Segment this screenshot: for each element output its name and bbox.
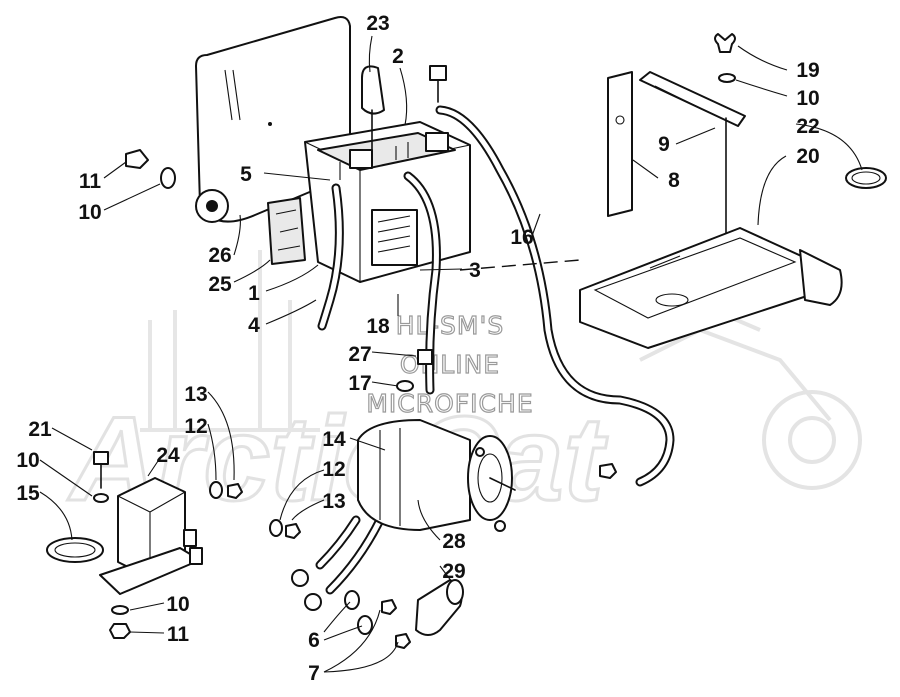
- callout-15: 15: [16, 482, 40, 505]
- callout-10-bot: 10: [166, 593, 189, 616]
- starter-solenoid: [99, 477, 203, 595]
- callout-11-left: 11: [79, 170, 102, 193]
- callout-10-left: 10: [78, 201, 101, 224]
- callout-5: 5: [240, 163, 252, 186]
- callout-16: 16: [510, 226, 533, 249]
- watermark-line-1: HL-SM'S: [396, 311, 505, 340]
- callout-9: 9: [658, 133, 670, 156]
- callout-8: 8: [668, 169, 680, 192]
- callout-10-top: 10: [796, 87, 819, 110]
- callout-14: 14: [322, 428, 346, 451]
- battery-tray: [579, 227, 843, 349]
- foam-pad: [267, 197, 306, 265]
- callout-29: 29: [442, 560, 465, 583]
- callout-17: 17: [348, 372, 371, 395]
- washer-top: [718, 73, 736, 83]
- battery: [304, 121, 471, 283]
- battery-warning-label: [371, 209, 418, 266]
- callout-12-mid: 12: [322, 458, 345, 481]
- callout-22: 22: [796, 115, 819, 138]
- wing-nut: [714, 33, 736, 53]
- callout-19: 19: [796, 59, 819, 82]
- callout-2: 2: [392, 45, 404, 68]
- callout-28: 28: [442, 530, 466, 553]
- starter-motor: [357, 419, 516, 532]
- callout-12-top: 12: [184, 415, 207, 438]
- callout-1: 1: [248, 282, 260, 305]
- strap-15: [46, 537, 104, 563]
- callout-18: 18: [366, 315, 390, 338]
- callout-24: 24: [156, 444, 180, 467]
- solenoid-hardware: [93, 451, 131, 639]
- callout-23: 23: [366, 12, 389, 35]
- callout-13-top: 13: [184, 383, 207, 406]
- callout-20: 20: [796, 145, 819, 168]
- terminal-cap: [361, 65, 385, 159]
- watermark-line-3: MICROFICHE: [366, 389, 533, 418]
- callout-21: 21: [28, 418, 52, 441]
- callout-4: 4: [248, 314, 260, 337]
- callout-6: 6: [308, 629, 320, 652]
- watermark-building-icon: [140, 250, 320, 432]
- callout-7: 7: [308, 662, 320, 685]
- callout-3: 3: [469, 259, 481, 282]
- terminal-bolt: [429, 65, 447, 103]
- callout-13-mid: 13: [322, 490, 345, 513]
- small-hardware: [209, 463, 617, 649]
- strap-clamp: [845, 167, 887, 189]
- callout-27: 27: [348, 343, 371, 366]
- watermark-motorcycle-icon: [619, 297, 862, 490]
- watermark-line-2: ONLINE: [400, 350, 500, 379]
- left-hardware: [125, 149, 176, 189]
- callout-labels: 23 2 19 10 22 9 20 11 5 8 10 16 26 3 25 …: [16, 12, 819, 685]
- callout-26: 26: [208, 244, 231, 267]
- callout-10-mid: 10: [16, 449, 39, 472]
- callout-25: 25: [208, 273, 232, 296]
- leader-lines: [39, 35, 863, 673]
- callout-11-bot: 11: [167, 623, 190, 646]
- terminal-boot: [415, 579, 464, 636]
